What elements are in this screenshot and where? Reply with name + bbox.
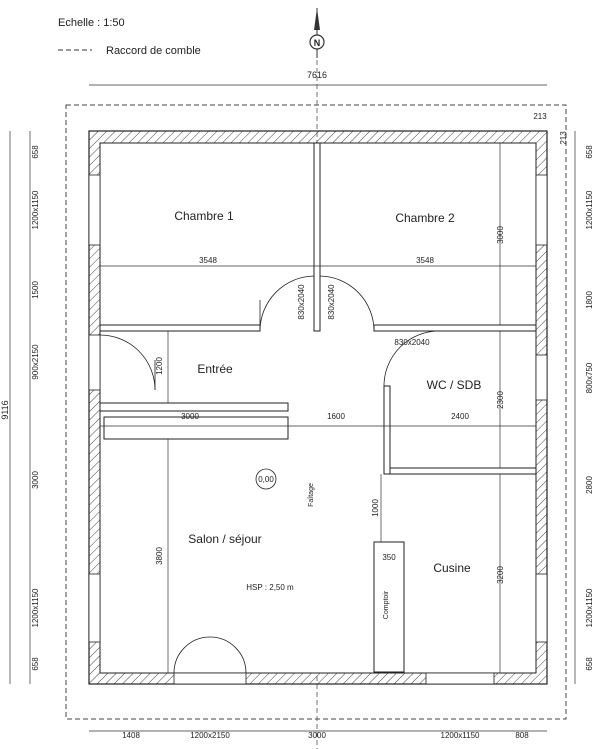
windows — [88, 174, 548, 685]
dim-door-wc: 830x2040 — [394, 338, 430, 347]
room-chambre-2: Chambre 2 — [395, 211, 455, 225]
room-salon: Salon / séjour — [188, 532, 261, 546]
dim-right-5: 2800 — [585, 476, 594, 494]
dim-cuisine-height: 3200 — [496, 566, 505, 584]
dim-right-2: 1200x1150 — [585, 190, 594, 230]
dim-overall-height: 9116 — [0, 400, 10, 419]
level-marker — [255, 468, 277, 490]
dim-left-2: 1200x1150 — [31, 190, 40, 230]
dim-left-4: 900x2150 — [31, 344, 40, 380]
level-label: 0,00 — [258, 475, 274, 484]
dim-chambre1-width: 3548 — [199, 256, 217, 265]
scale-label: Echelle : 1:50 — [58, 17, 125, 29]
room-entree: Entrée — [197, 362, 233, 376]
comptoir-label: Comptoir — [383, 590, 390, 619]
ceiling-height-label: HSP : 2,50 m — [246, 583, 294, 592]
dimension-lines — [9, 84, 576, 732]
right-dimensions: 658 1200x1150 1800 800x750 2800 1200x115… — [585, 145, 594, 671]
dim-bottom-4: 1200x1150 — [441, 731, 481, 740]
dim-left-7: 658 — [31, 657, 40, 671]
dim-bottom-5: 808 — [515, 731, 529, 740]
north-arrow-icon: N — [309, 8, 325, 58]
faitage-label: Faîtage — [308, 483, 315, 507]
dim-bottom-3: 3000 — [308, 731, 326, 740]
bottom-dimensions: 1408 1200x2150 3000 1200x1150 808 — [122, 731, 529, 740]
dim-comptoir-width: 350 — [382, 553, 396, 562]
dim-right-6: 1200x1150 — [585, 588, 594, 628]
dim-center: 1600 — [327, 412, 345, 421]
doors — [99, 275, 440, 674]
dim-overall-width: 7616 — [307, 70, 327, 80]
interior-walls — [99, 142, 537, 673]
dim-door-right: 830x2040 — [327, 284, 336, 320]
north-label: N — [314, 38, 321, 48]
dim-bottom-1: 1408 — [122, 731, 140, 740]
room-chambre-1: Chambre 1 — [174, 209, 234, 223]
dim-chambre2-height: 3000 — [496, 226, 505, 244]
dim-comptoir-gap: 1000 — [371, 499, 380, 517]
dim-offset-top: 213 — [559, 131, 568, 145]
dim-right-7: 658 — [585, 657, 594, 671]
dim-left-5: 3000 — [31, 471, 40, 489]
roof-outline — [65, 104, 567, 720]
dim-door-left: 830x2040 — [297, 284, 306, 320]
dim-entree-height: 1200 — [155, 357, 164, 375]
room-cuisine: Cusine — [433, 561, 471, 575]
dim-right-1: 658 — [585, 145, 594, 159]
room-wc-sdb: WC / SDB — [427, 378, 482, 392]
dim-chambre2-width: 3548 — [416, 256, 434, 265]
dim-offset-right: 213 — [533, 112, 547, 121]
dim-wc-height: 2300 — [496, 391, 505, 409]
dim-right-4: 800x750 — [585, 362, 594, 393]
dim-left-6: 1200x1150 — [31, 588, 40, 628]
dim-wc-width: 2400 — [451, 412, 469, 421]
dim-right-3: 1800 — [585, 291, 594, 309]
left-dimensions: 658 1200x1150 1500 900x2150 3000 1200x11… — [31, 145, 40, 671]
dim-left-3: 1500 — [31, 281, 40, 299]
interior-dimensions: 3548 3548 3000 830x2040 830x2040 830x204… — [155, 226, 505, 584]
dim-left-1: 658 — [31, 145, 40, 159]
legend-dashed-label: Raccord de comble — [106, 45, 201, 57]
dim-bottom-2: 1200x2150 — [190, 731, 230, 740]
dim-salon-height: 3800 — [155, 547, 164, 565]
dim-corridor: 3000 — [181, 412, 199, 421]
